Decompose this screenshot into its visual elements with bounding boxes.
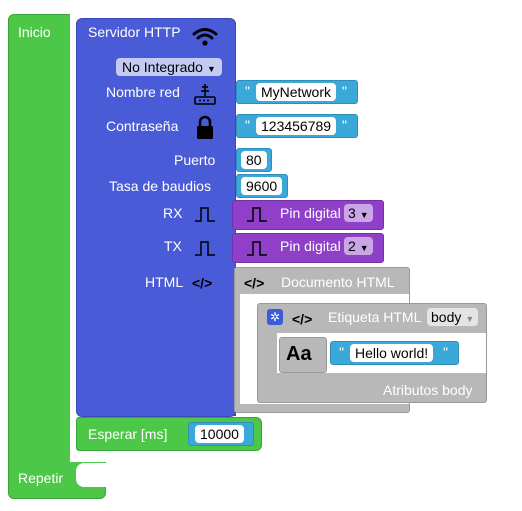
chevron-down-icon: ▼ bbox=[465, 314, 475, 324]
password-label: Contraseña bbox=[106, 118, 179, 134]
html-tag-label: Etiqueta HTML bbox=[328, 309, 422, 325]
tx-pin-icon bbox=[195, 241, 215, 256]
quote-open-icon: " bbox=[245, 83, 250, 99]
tx-pin-value: 2 bbox=[348, 238, 356, 254]
wait-ms-input[interactable]: 10000 bbox=[195, 425, 244, 443]
mode-dropdown[interactable]: No Integrado▼ bbox=[116, 58, 222, 76]
tx-pin-dropdown[interactable]: 2▼ bbox=[344, 237, 373, 255]
rx-pin-value: 3 bbox=[348, 205, 356, 221]
loop-label: Repetir bbox=[18, 470, 64, 486]
quote-close-icon: " bbox=[342, 83, 347, 99]
port-input[interactable]: 80 bbox=[241, 151, 267, 169]
chevron-down-icon: ▼ bbox=[359, 210, 369, 220]
baud-input[interactable]: 9600 bbox=[241, 177, 283, 195]
html-tag-dropdown[interactable]: body▼ bbox=[427, 308, 479, 326]
html-document-label: Documento HTML bbox=[281, 274, 395, 290]
password-input[interactable]: 123456789 bbox=[256, 117, 337, 135]
gear-icon[interactable]: ✲ bbox=[267, 309, 283, 325]
tx-label: TX bbox=[164, 238, 182, 254]
quote-close-icon: " bbox=[443, 344, 448, 360]
rx-pin-dropdown[interactable]: 3▼ bbox=[344, 204, 373, 222]
router-icon bbox=[194, 84, 216, 105]
tx-digital-pin-label: Pin digital bbox=[280, 238, 341, 254]
mode-dropdown-value: No Integrado bbox=[122, 59, 203, 75]
network-name-input[interactable]: MyNetwork bbox=[256, 83, 337, 101]
start-label: Inicio bbox=[18, 24, 51, 40]
html-label: HTML bbox=[145, 274, 184, 290]
wait-label: Esperar [ms] bbox=[88, 426, 168, 442]
rx-label: RX bbox=[163, 205, 183, 221]
loop-slot bbox=[76, 463, 106, 487]
code-icon: </> bbox=[244, 275, 265, 291]
text-format-icon: Aa bbox=[286, 343, 312, 365]
quote-open-icon: " bbox=[245, 117, 250, 133]
rx-digital-pin-icon bbox=[247, 207, 267, 222]
http-server-title: Servidor HTTP bbox=[88, 24, 181, 40]
wifi-icon bbox=[192, 28, 218, 46]
lock-icon bbox=[197, 115, 213, 139]
html-tag-value: body bbox=[431, 309, 462, 325]
code-icon: </> bbox=[292, 311, 313, 327]
chevron-down-icon: ▼ bbox=[359, 243, 369, 253]
attributes-label: Atributos body bbox=[383, 382, 473, 398]
baud-label: Tasa de baudios bbox=[109, 178, 211, 194]
quote-close-icon: " bbox=[342, 117, 347, 133]
hello-text-input[interactable]: Hello world! bbox=[350, 344, 434, 362]
code-icon: </> bbox=[192, 275, 213, 291]
quote-open-icon: " bbox=[339, 344, 344, 360]
text-content-block[interactable] bbox=[279, 337, 327, 373]
tx-digital-pin-icon bbox=[247, 241, 267, 256]
network-name-label: Nombre red bbox=[106, 84, 180, 100]
http-server-block-bottom bbox=[76, 406, 236, 417]
rx-pin-icon bbox=[195, 207, 215, 222]
rx-digital-pin-label: Pin digital bbox=[280, 205, 341, 221]
port-label: Puerto bbox=[174, 152, 216, 168]
chevron-down-icon: ▼ bbox=[206, 64, 216, 74]
